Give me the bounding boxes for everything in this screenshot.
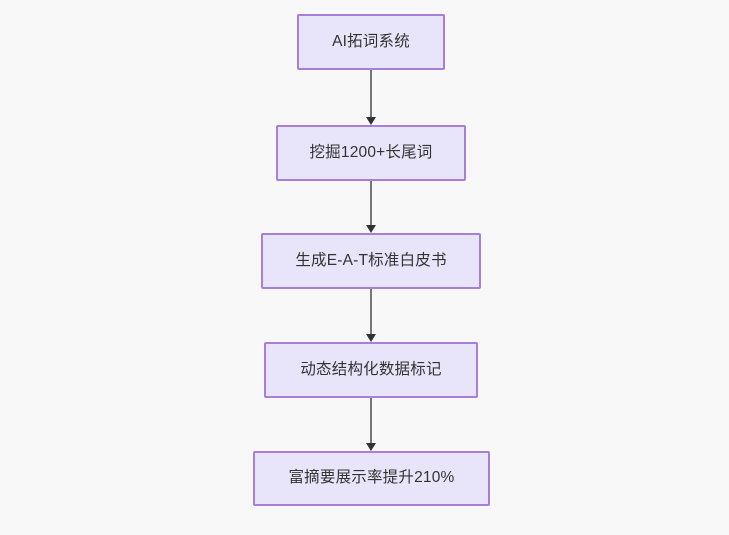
arrowhead-3 (365, 334, 376, 342)
flow-node-structured-data-markup[interactable]: 动态结构化数据标记 (264, 342, 478, 398)
connector-line-1 (370, 70, 372, 117)
arrowhead-1 (365, 117, 376, 125)
arrowhead-2 (365, 225, 376, 233)
flow-node-rich-snippet-result[interactable]: 富摘要展示率提升210% (253, 451, 490, 506)
flow-node-longtail-keywords[interactable]: 挖掘1200+长尾词 (276, 125, 466, 181)
flow-node-eat-whitepaper[interactable]: 生成E-A-T标准白皮书 (261, 233, 481, 289)
connector-line-4 (370, 398, 372, 443)
connector-line-2 (370, 181, 372, 225)
arrowhead-4 (365, 443, 376, 451)
flow-node-ai-keyword-system[interactable]: AI拓词系统 (297, 14, 445, 70)
connector-line-3 (370, 289, 372, 334)
